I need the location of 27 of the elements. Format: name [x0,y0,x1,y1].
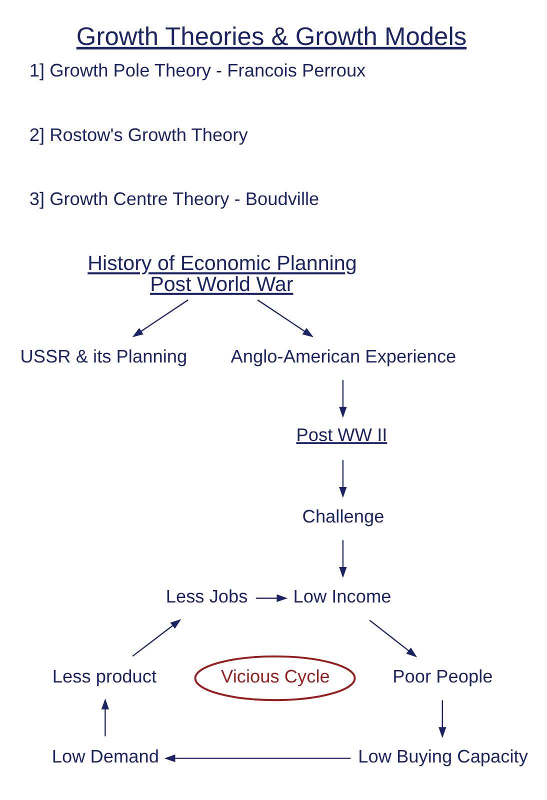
node-text: Challenge [302,506,384,526]
node-text: Less Jobs [166,586,248,606]
node-text: History of Economic Planning Post World War [88,252,357,296]
label: 1] Growth Pole Theory - Francois Perroux [29,60,366,80]
node-text: Low Income [293,586,392,606]
arrow [132,618,182,656]
arrow [339,380,347,418]
arrow [369,619,418,657]
node-ellipse: Vicious Cycle [194,654,356,701]
label: 3] Growth Centre Theory - Boudville [29,188,320,209]
node-text: Low Buying Capacity [358,746,528,766]
diagram-title: Growth Theories & Growth Models [76,22,467,50]
arrow [339,540,347,578]
arrow [256,594,288,602]
arrow [339,460,347,498]
arrow [164,754,351,762]
arrow [438,700,446,738]
arrow [101,698,110,736]
node-text: USSR & its Planning [20,346,188,366]
label: 2] Rostow's Growth Theory [29,124,248,144]
node-text: Low Demand [52,746,160,766]
node-text: Poor People [392,666,493,686]
node-text: Post WW II [296,424,388,445]
node-text: Less product [52,666,157,686]
arrow [257,298,314,337]
arrow [132,298,188,337]
node-text: Anglo-American Experience [230,346,456,366]
